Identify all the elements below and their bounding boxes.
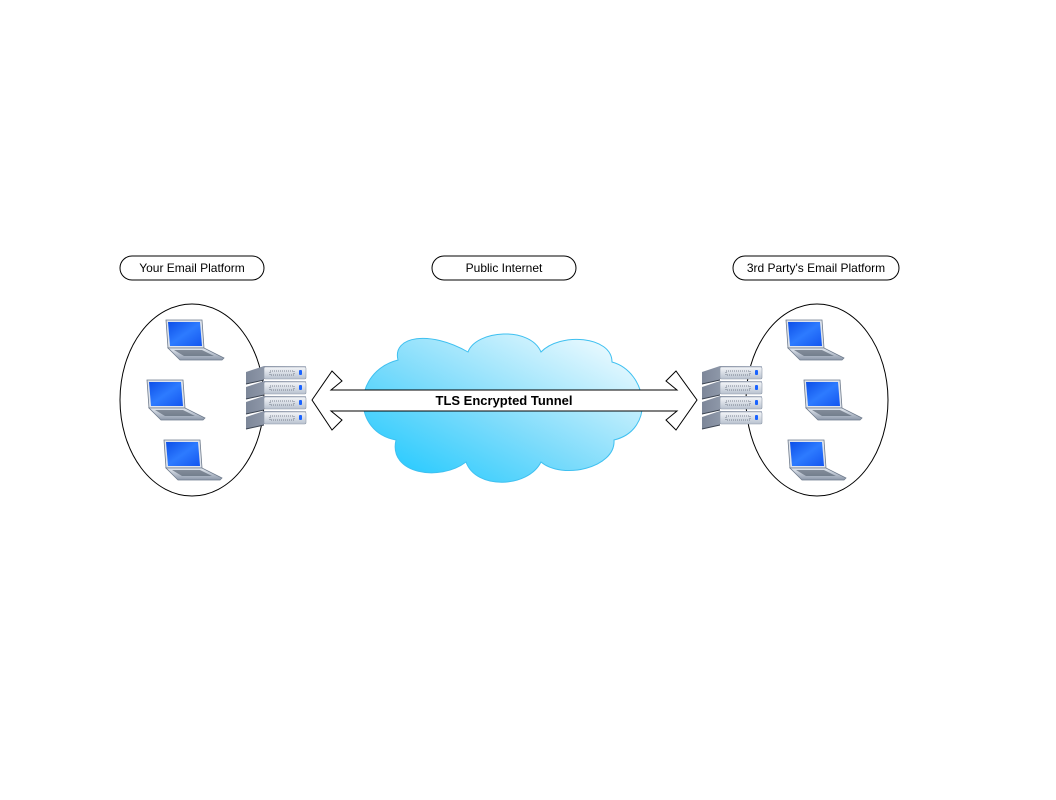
server-unit xyxy=(701,411,763,430)
zone-label-public-internet: Public Internet xyxy=(431,255,577,281)
zone-label-3rd-party-email-platform: 3rd Party's Email Platform xyxy=(732,255,900,281)
zone-label-text: Your Email Platform xyxy=(139,261,245,275)
email-server-icon-left xyxy=(245,366,307,430)
server-unit xyxy=(245,396,307,415)
tunnel-label: TLS Encrypted Tunnel xyxy=(436,393,573,408)
server-unit xyxy=(245,366,307,385)
zone-label-text: 3rd Party's Email Platform xyxy=(747,261,885,275)
tls-tunnel-arrow xyxy=(311,370,698,431)
server-unit xyxy=(245,411,307,430)
zone-label-your-email-platform: Your Email Platform xyxy=(119,255,265,281)
server-unit xyxy=(701,396,763,415)
email-server-icon-right xyxy=(701,366,763,430)
server-unit xyxy=(245,381,307,400)
zone-label-text: Public Internet xyxy=(466,261,543,275)
server-unit xyxy=(701,366,763,385)
server-unit xyxy=(701,381,763,400)
